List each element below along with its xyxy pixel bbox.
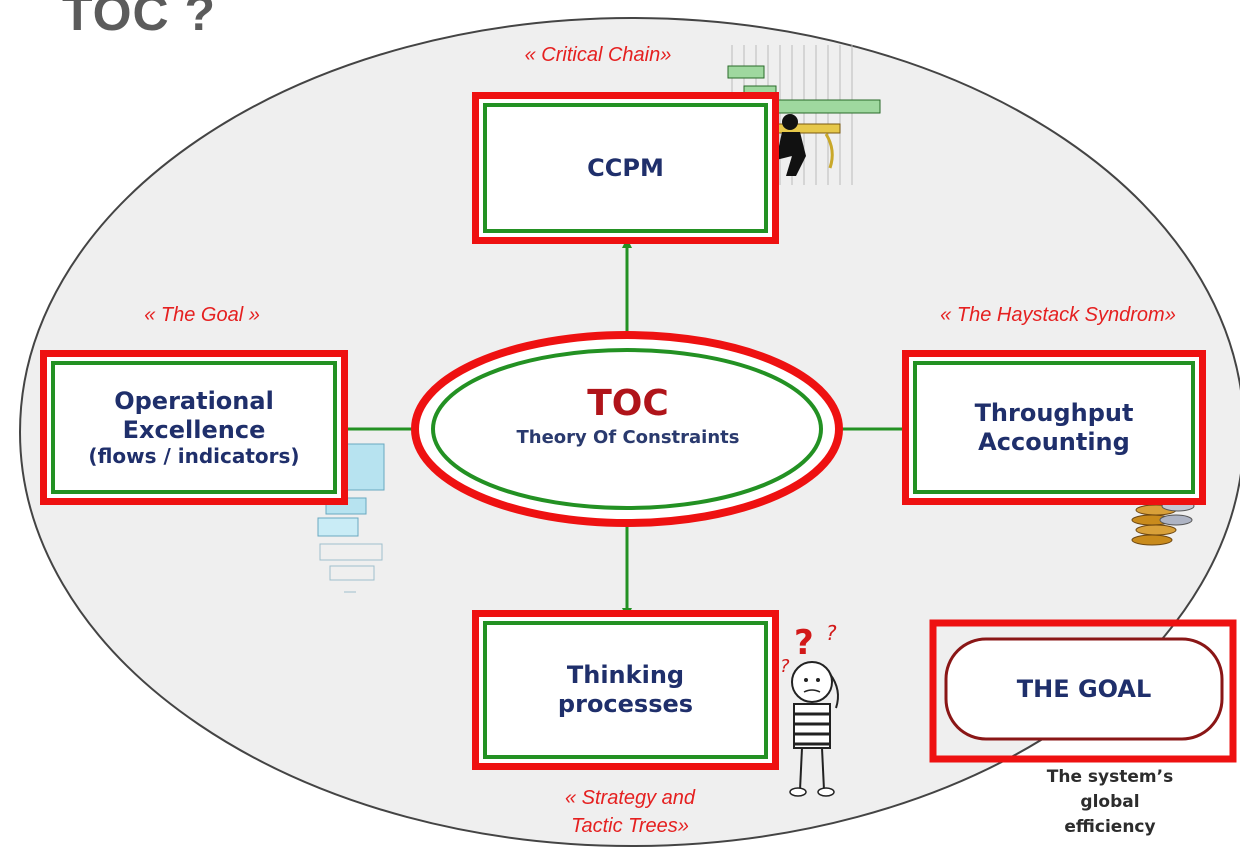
ccpm-caption: « Critical Chain» xyxy=(524,44,672,66)
goal-note-line2: global xyxy=(1080,792,1140,812)
thinking-caption-line2: Tactic Trees» xyxy=(571,815,689,837)
page-title: TOC ? xyxy=(62,0,217,41)
operational-line2: Excellence xyxy=(122,415,266,444)
goal-note-line1: The system’s xyxy=(1046,767,1174,787)
toc-center[interactable]: TOC Theory Of Constraints xyxy=(428,382,828,450)
ccpm-box[interactable]: CCPM xyxy=(472,92,779,244)
toc-title: TOC xyxy=(587,383,669,424)
svg-text:?: ? xyxy=(826,621,837,645)
svg-text:?: ? xyxy=(780,656,790,677)
thinking-box[interactable]: Thinking processes xyxy=(472,610,779,770)
operational-line1: Operational xyxy=(114,386,274,415)
thinking-line1: Thinking xyxy=(566,661,685,690)
ccpm-label: CCPM xyxy=(587,153,664,182)
throughput-line2: Accounting xyxy=(978,427,1130,456)
svg-text:?: ? xyxy=(794,623,814,663)
goal-label[interactable]: THE GOAL xyxy=(1016,675,1152,703)
thinking-caption-line1: « Strategy and xyxy=(564,787,696,809)
throughput-caption: « The Haystack Syndrom» xyxy=(940,304,1176,326)
operational-caption: « The Goal » xyxy=(144,304,260,326)
goal-note: The system’s global efficiency xyxy=(1030,765,1190,840)
operational-box[interactable]: Operational Excellence (flows / indicato… xyxy=(40,350,348,505)
toc-subtitle: Theory Of Constraints xyxy=(516,427,740,448)
thinking-caption: « Strategy and Tactic Trees» xyxy=(520,784,740,840)
thinking-line2: processes xyxy=(557,690,694,718)
throughput-box[interactable]: Throughput Accounting xyxy=(902,350,1206,505)
confused-person-icon: ? ? ? xyxy=(780,621,839,797)
toc-inner-ring xyxy=(431,348,823,510)
goal-frame xyxy=(929,619,1237,763)
operational-line3: (flows / indicators) xyxy=(88,444,300,469)
goal-pill xyxy=(944,637,1224,741)
throughput-line1: Throughput xyxy=(974,398,1134,427)
goal-note-line3: efficiency xyxy=(1064,817,1156,837)
